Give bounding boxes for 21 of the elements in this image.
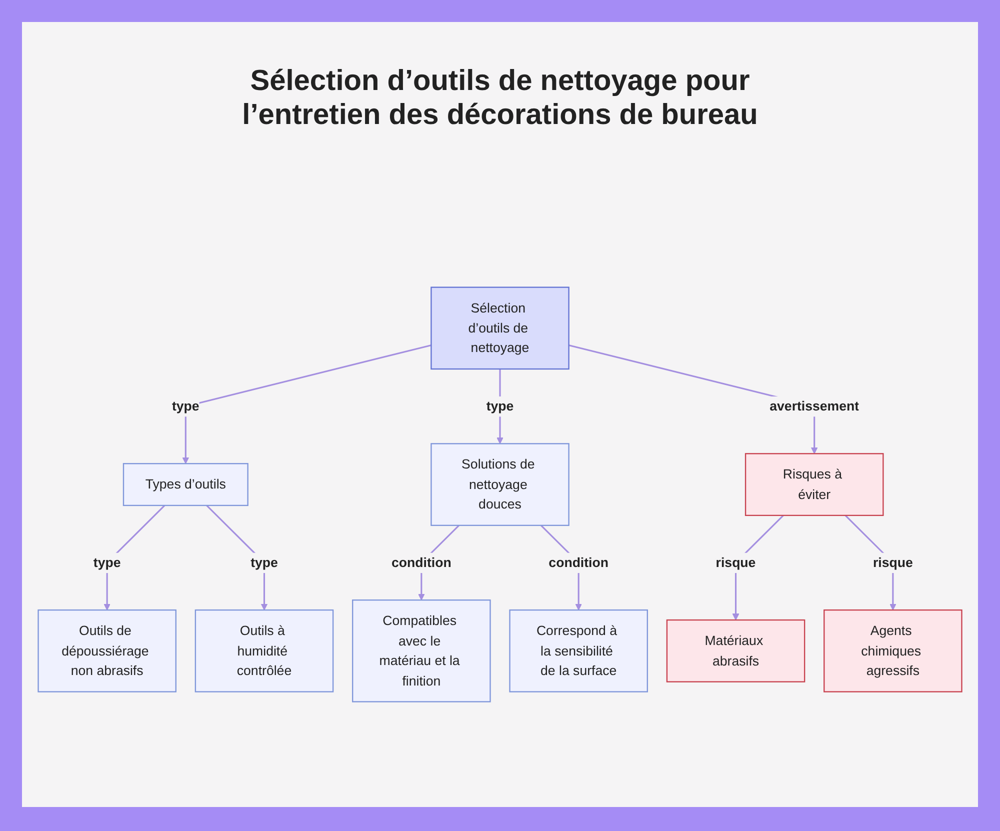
edge-label: condition (392, 555, 452, 570)
node-box: Outils à humidité contrôlée (194, 609, 334, 692)
node-box: Matériaux abrasifs (666, 619, 806, 682)
node-box: Agents chimiques agressifs (824, 609, 962, 692)
node-box: Outils de dépoussiérage non abrasifs (38, 609, 176, 692)
arrow (182, 344, 432, 464)
edge-label: type (172, 398, 200, 414)
edge-label: type (486, 398, 514, 414)
diagram-title: Sélection d’outils de nettoyage pour l’entretien des décorations de bureau (241, 64, 759, 132)
edge-label: avertissement (770, 398, 860, 414)
node-box: Compatibles avec le matériau et la finition (352, 599, 491, 702)
edge-label: condition (548, 555, 608, 570)
edge-label: risque (872, 555, 913, 570)
edge-label: risque (716, 555, 756, 570)
node-box: Risques à éviter (744, 453, 884, 516)
edge-label: type (250, 555, 278, 570)
edge-label: type (93, 555, 121, 570)
node-box: Types d’outils (122, 463, 248, 506)
node-box: Correspond à la sensibilité de la surface (509, 609, 648, 692)
node-box: Sélection d’outils de nettoyage (430, 286, 570, 370)
node-box: Solutions de nettoyage douces (430, 443, 570, 526)
